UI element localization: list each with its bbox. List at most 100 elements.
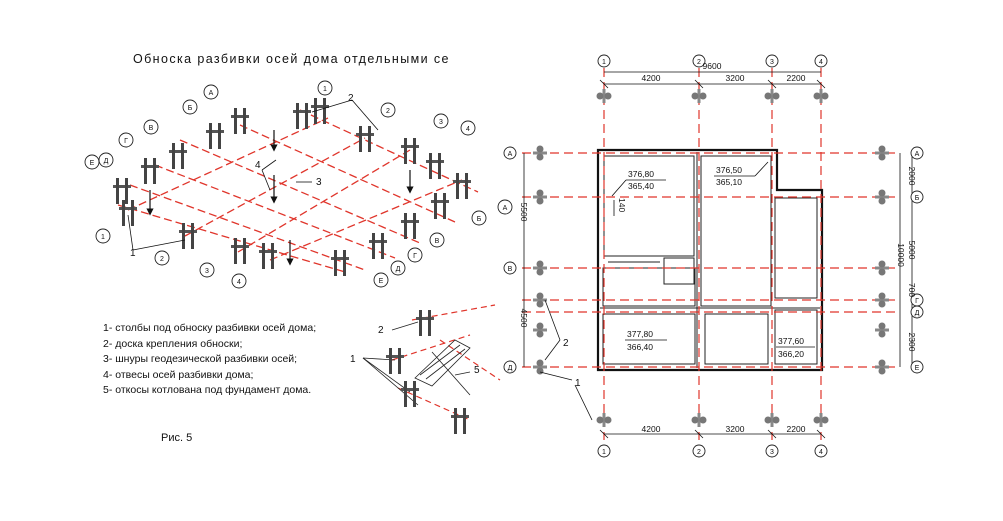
dimension-texts: 9600 4200 3200 2200 4200 3200 2200 5500 … (519, 61, 917, 434)
iso-label: 3 (205, 268, 209, 275)
iso-label: Г (124, 138, 128, 145)
axis-label: 2 (697, 59, 701, 66)
iso-label: Г (413, 253, 417, 260)
iso-callout: 2 (348, 93, 354, 104)
iso-posts (113, 98, 471, 276)
iso-callouts: 1 2 4 3 (130, 93, 354, 259)
dim-left: 4500 (519, 309, 529, 328)
floor-plan: 1 2 3 4 1 2 3 4 А В Д А Б Г Д Е 9600 420… (503, 54, 924, 458)
iso-label: А (209, 90, 214, 97)
elevation-top: 376,80 (628, 169, 654, 179)
detail-sketch: 2 1 5 (350, 304, 501, 434)
iso-label: 1 (323, 86, 327, 93)
elevation-bottom: 365,40 (628, 181, 654, 191)
iso-cords (117, 109, 479, 273)
room (700, 155, 772, 307)
dim-right-total: 10000 (896, 243, 906, 267)
room (774, 309, 818, 365)
dim-span: 4200 (642, 73, 661, 83)
iso-label: Д (104, 158, 109, 165)
elevation-top: 376,50 (716, 165, 742, 175)
dim-left: 5500 (519, 203, 529, 222)
dim-span: 4200 (642, 424, 661, 434)
elevation-bottom: 366,40 (627, 342, 653, 352)
iso-label: Е (379, 278, 384, 285)
iso-callout: 3 (316, 177, 322, 188)
legend-item: 1- столбы под обноску разбивки осей дома… (103, 322, 317, 334)
axis-label: 2 (697, 449, 701, 456)
marker-value: 140 (617, 198, 627, 212)
dim-span: 2200 (787, 424, 806, 434)
plan-callout: 1 (575, 378, 581, 389)
iso-label: Д (396, 266, 401, 273)
axis-label: Д (508, 365, 513, 372)
elevation-top: 377,80 (627, 329, 653, 339)
detail-callout: 1 (350, 354, 356, 365)
iso-label: 4 (466, 126, 470, 133)
axis-label: Б (915, 195, 920, 202)
legend-item: 5- откосы котлована под фундамент дома. (103, 384, 312, 396)
iso-label: Б (477, 216, 482, 223)
detail-callout: 5 (474, 365, 480, 376)
iso-plumb-bobs (146, 130, 414, 266)
dim-total: 9600 (703, 61, 722, 71)
dim-span: 3200 (726, 424, 745, 434)
dimension-lines (523, 71, 913, 439)
iso-axis-letters: А Б В Г Д Е А Б В Г Д Е 1 2 3 4 1 2 3 4 (90, 86, 508, 286)
axis-label: А (508, 151, 513, 158)
iso-leaders (127, 99, 379, 251)
axis-label: А (915, 151, 920, 158)
legend-item: 2- доска крепления обноски; (103, 337, 243, 350)
axis-label: В (508, 266, 513, 273)
elevation-bottom: 365,10 (716, 177, 742, 187)
dim-right: 2000 (907, 167, 917, 186)
detail-callout: 2 (378, 325, 384, 336)
axis-bubbles (503, 54, 924, 458)
axis-label: Д (915, 310, 920, 317)
iso-label: 1 (101, 234, 105, 241)
room (704, 313, 769, 365)
elevation-leaders (611, 161, 815, 348)
elevation-top: 377,60 (778, 336, 804, 346)
room (774, 197, 818, 299)
room (603, 155, 695, 257)
axis-label: 4 (819, 59, 823, 66)
iso-label: А (503, 205, 508, 212)
room (602, 313, 696, 365)
axis-label: 1 (602, 449, 606, 456)
dim-span: 2200 (787, 73, 806, 83)
dim-span: 3200 (726, 73, 745, 83)
axis-label: Е (915, 365, 920, 372)
plan-callout-leaders (539, 299, 593, 421)
iso-label: В (149, 125, 154, 132)
iso-label: 2 (160, 256, 164, 263)
plan-stakes (533, 89, 889, 427)
legend-item: 3- шнуры геодезической разбивки осей; (103, 353, 298, 365)
outer-walls (596, 148, 824, 372)
page-title: Обноска разбивки осей дома отдельными се (133, 52, 450, 66)
axis-bubble-labels: 1 2 3 4 1 2 3 4 А В Д А Б Г Д Е (508, 59, 920, 456)
iso-callout: 4 (255, 160, 261, 171)
axis-label: 4 (819, 449, 823, 456)
legend-item: 4- отвесы осей разбивки дома; (103, 368, 254, 381)
dim-right: 700 (907, 283, 917, 297)
plan-axis-lines (522, 68, 900, 440)
iso-label: 2 (386, 108, 390, 115)
iso-callout: 1 (130, 248, 136, 259)
elevation-labels: 376,80 365,40 376,50 365,10 377,80 366,4… (617, 165, 804, 359)
axis-label: Г (915, 298, 919, 305)
isometric-scheme: А Б В Г Д Е А Б В Г Д Е 1 2 3 4 1 2 3 4 … (84, 80, 513, 289)
elevation-bottom: 366,20 (778, 349, 804, 359)
axis-label: 1 (602, 59, 606, 66)
room (663, 257, 695, 285)
figure-caption: Рис. 5 (161, 432, 193, 444)
iso-label: Е (90, 160, 95, 167)
dim-right: 2300 (907, 333, 917, 352)
axis-label: 3 (770, 59, 774, 66)
iso-label: Б (188, 105, 193, 112)
iso-label: 4 (237, 279, 241, 286)
iso-label: В (435, 238, 440, 245)
iso-axis-circles (84, 80, 513, 289)
plan-callout: 2 (563, 338, 569, 349)
